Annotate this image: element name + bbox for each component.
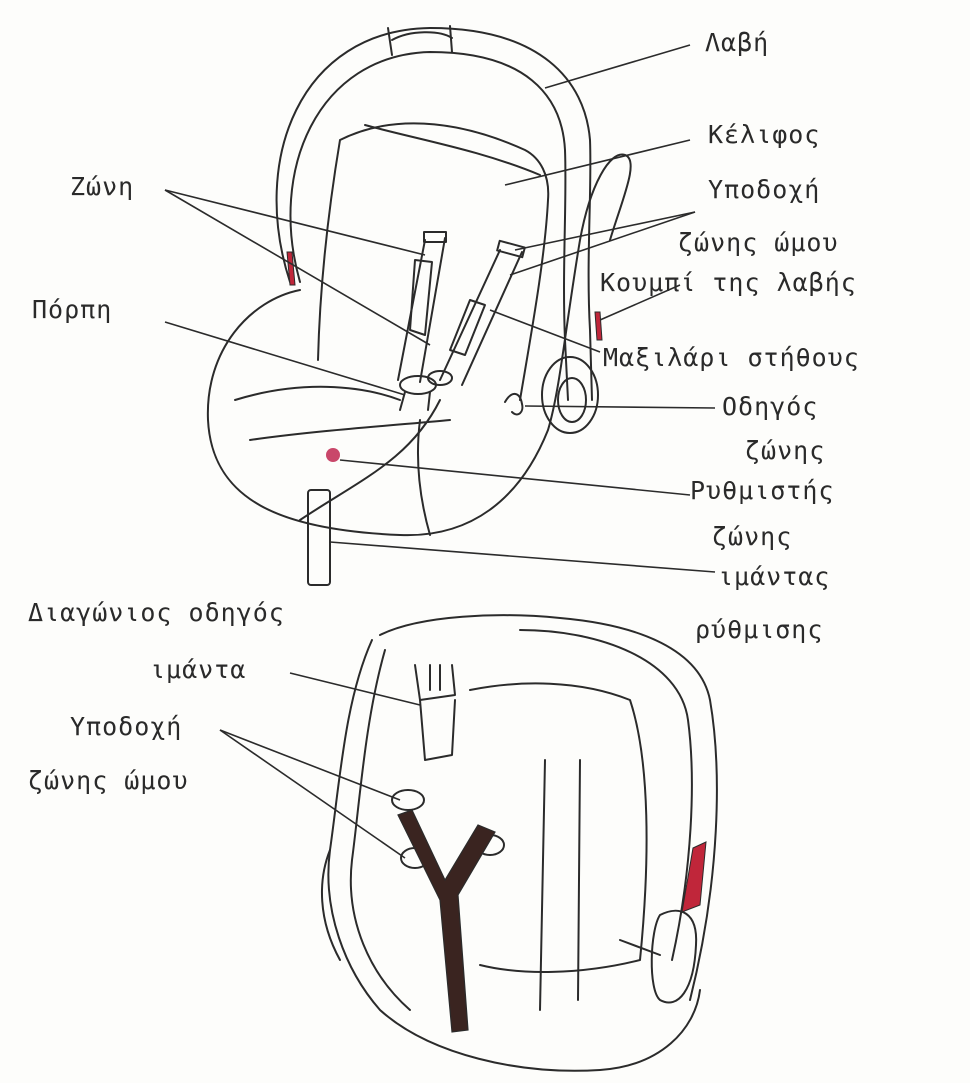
leader-shoulder-slot-2 (510, 212, 695, 275)
rear-back-panel (470, 683, 647, 972)
leader-rear-slot-1 (220, 730, 400, 800)
leader-belt-2 (165, 190, 430, 345)
label-belt-guide-line2: ζώνης (745, 436, 825, 466)
label-diagonal-guide-line2: ιμάντα (150, 655, 246, 685)
handle-inner (290, 52, 568, 400)
leader-shell (505, 140, 690, 185)
label-buckle: Πόρπη (32, 295, 112, 325)
label-belt-adjuster-line1: Ρυθμιστής (690, 476, 834, 506)
label-handle-button: Κουμπί της λαβής (600, 268, 857, 298)
handle-button (595, 312, 602, 340)
leader-chest-pad (490, 310, 600, 352)
rear-pivot (652, 911, 696, 1003)
leader-handle (545, 45, 690, 88)
shoulder-slot-left (424, 232, 446, 242)
diagonal-guide (415, 665, 455, 760)
label-handle: Λαβή (705, 28, 769, 58)
label-diagonal-guide-line1: Διαγώνιος οδηγός (28, 598, 285, 628)
handle (277, 28, 592, 400)
rear-shell (328, 640, 700, 1071)
label-belt-guide-line1: Οδηγός (722, 392, 818, 422)
leader-belt-1 (165, 190, 425, 255)
adjust-strap (308, 490, 330, 585)
label-rear-slot-line2: ζώνης ώμου (28, 766, 189, 796)
label-shoulder-slot-line1: Υποδοχή (708, 175, 820, 205)
label-chest-pad: Μαξιλάρι στήθους (603, 343, 860, 373)
label-adjust-strap-line2: ρύθμισης (695, 615, 823, 645)
belt-adjuster-dot (326, 448, 340, 462)
label-belt: Ζώνη (70, 172, 134, 202)
label-adjust-strap-line1: ιμάντας (718, 562, 830, 592)
front-seat-drawing (208, 26, 631, 585)
label-shoulder-slot-line2: ζώνης ώμου (678, 228, 839, 258)
rear-seat-drawing (322, 615, 717, 1071)
rear-shoulder-pad (392, 790, 424, 810)
leader-lines (165, 45, 715, 858)
label-rear-slot-line1: Υποδοχή (70, 712, 182, 742)
belt-guide (505, 394, 522, 414)
leader-buckle (165, 322, 405, 395)
leader-shoulder-slot-1 (515, 212, 695, 250)
rear-y-strap (398, 810, 495, 1032)
belt-strap-left (398, 238, 445, 382)
leader-rear-slot-2 (220, 730, 405, 858)
label-shell: Κέλιφος (708, 120, 820, 150)
leader-adjust-strap (330, 542, 715, 572)
seat-back-top (365, 125, 540, 175)
label-belt-adjuster-line2: ζώνης (712, 522, 792, 552)
leader-diagonal-guide (290, 673, 420, 705)
leader-belt-adjuster (340, 460, 690, 495)
